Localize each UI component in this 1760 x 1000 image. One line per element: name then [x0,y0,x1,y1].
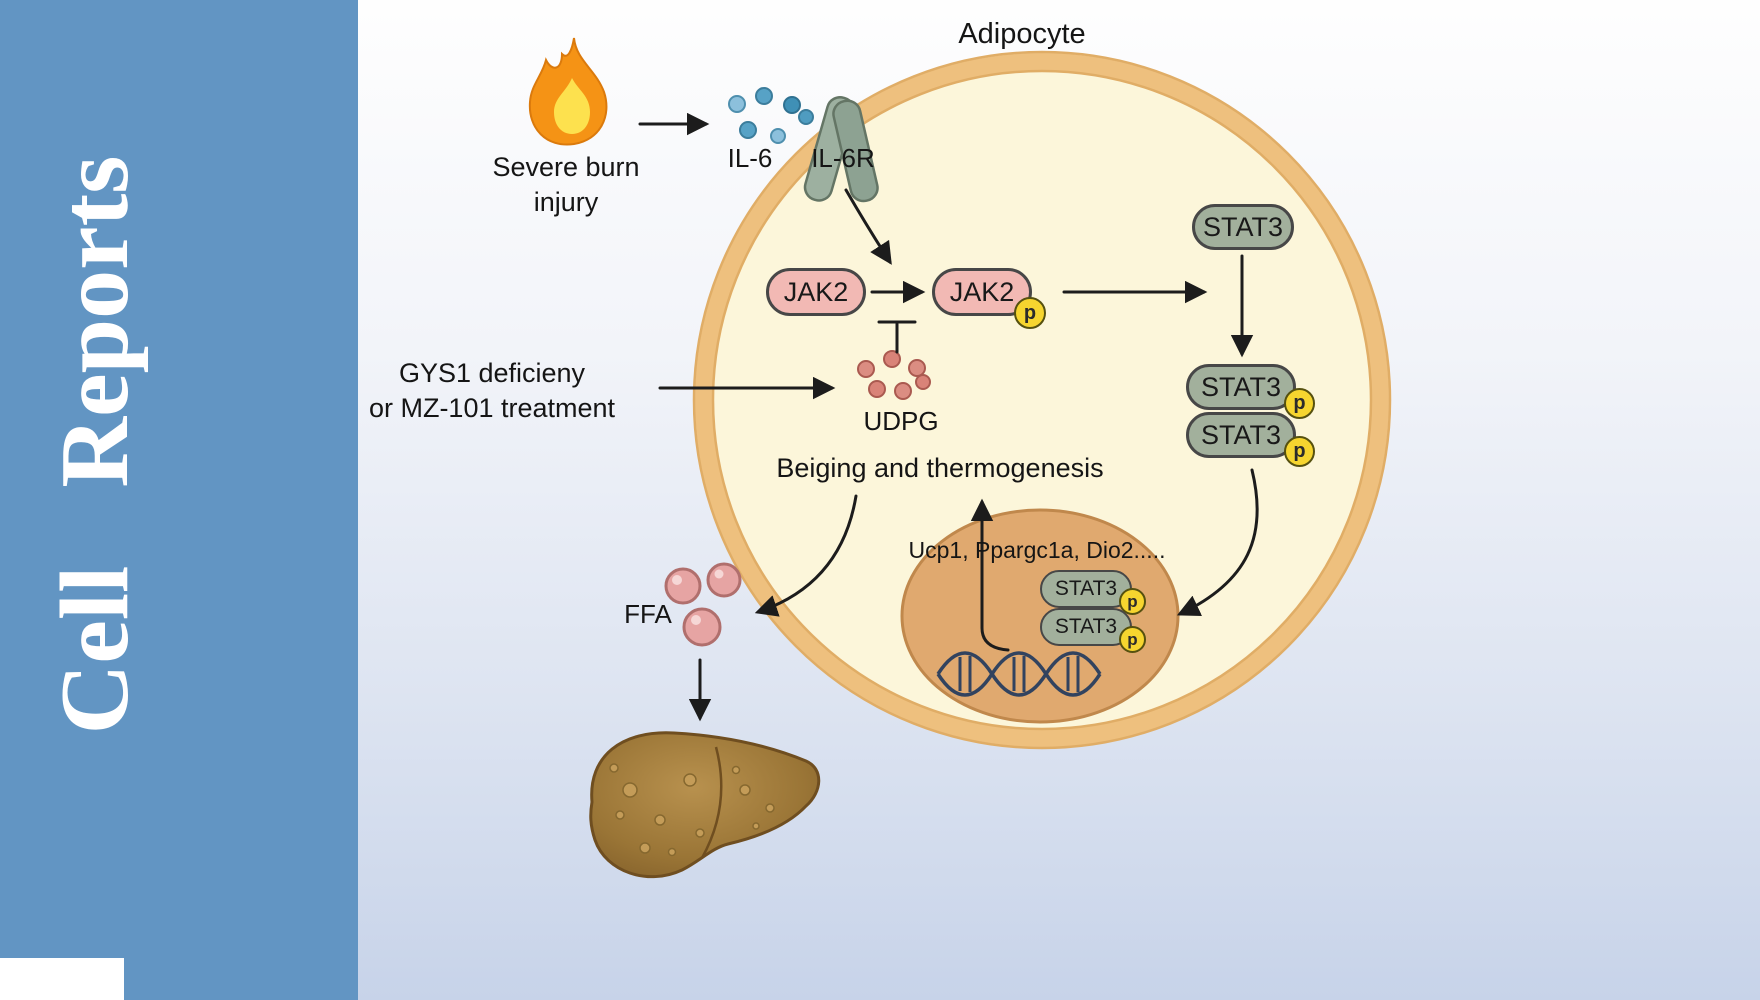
severe-burn-label: Severe burn injury [492,150,639,220]
gys1-line2: or MZ-101 treatment [368,393,616,424]
jak2-pill: JAK2 [766,268,866,316]
gys1-line1: GYS1 deficieny [398,358,586,388]
gys1-treatment-label: GYS1 deficieny or MZ-101 treatment [369,356,615,426]
phospho-badge-nuclear-2: p [1119,626,1146,653]
udpg-label: UDPG [863,406,939,436]
stat3-dimer-pill-2: STAT3 [1186,412,1296,458]
adipocyte-label: Adipocyte [958,18,1086,50]
ffa-label: FFA [624,599,672,629]
severe-burn-line1: Severe burn [492,152,640,182]
il6-label: IL-6 [727,143,773,173]
target-genes-label: Ucp1, Ppargc1a, Dio2..... [908,537,1166,563]
il6r-label: IL-6R [811,143,875,173]
stat3-pill: STAT3 [1192,204,1294,250]
sidebar-corner [0,958,124,1000]
journal-sidebar: Cell Reports [0,0,358,1000]
severe-burn-line2: injury [533,187,599,218]
stat3-dimer-pill-1: STAT3 [1186,364,1296,410]
phospho-badge-dimer-2: p [1284,436,1315,467]
phospho-badge-jak2: p [1014,297,1046,329]
beiging-label: Beiging and thermogenesis [776,453,1104,483]
phospho-badge-dimer-1: p [1284,388,1315,419]
